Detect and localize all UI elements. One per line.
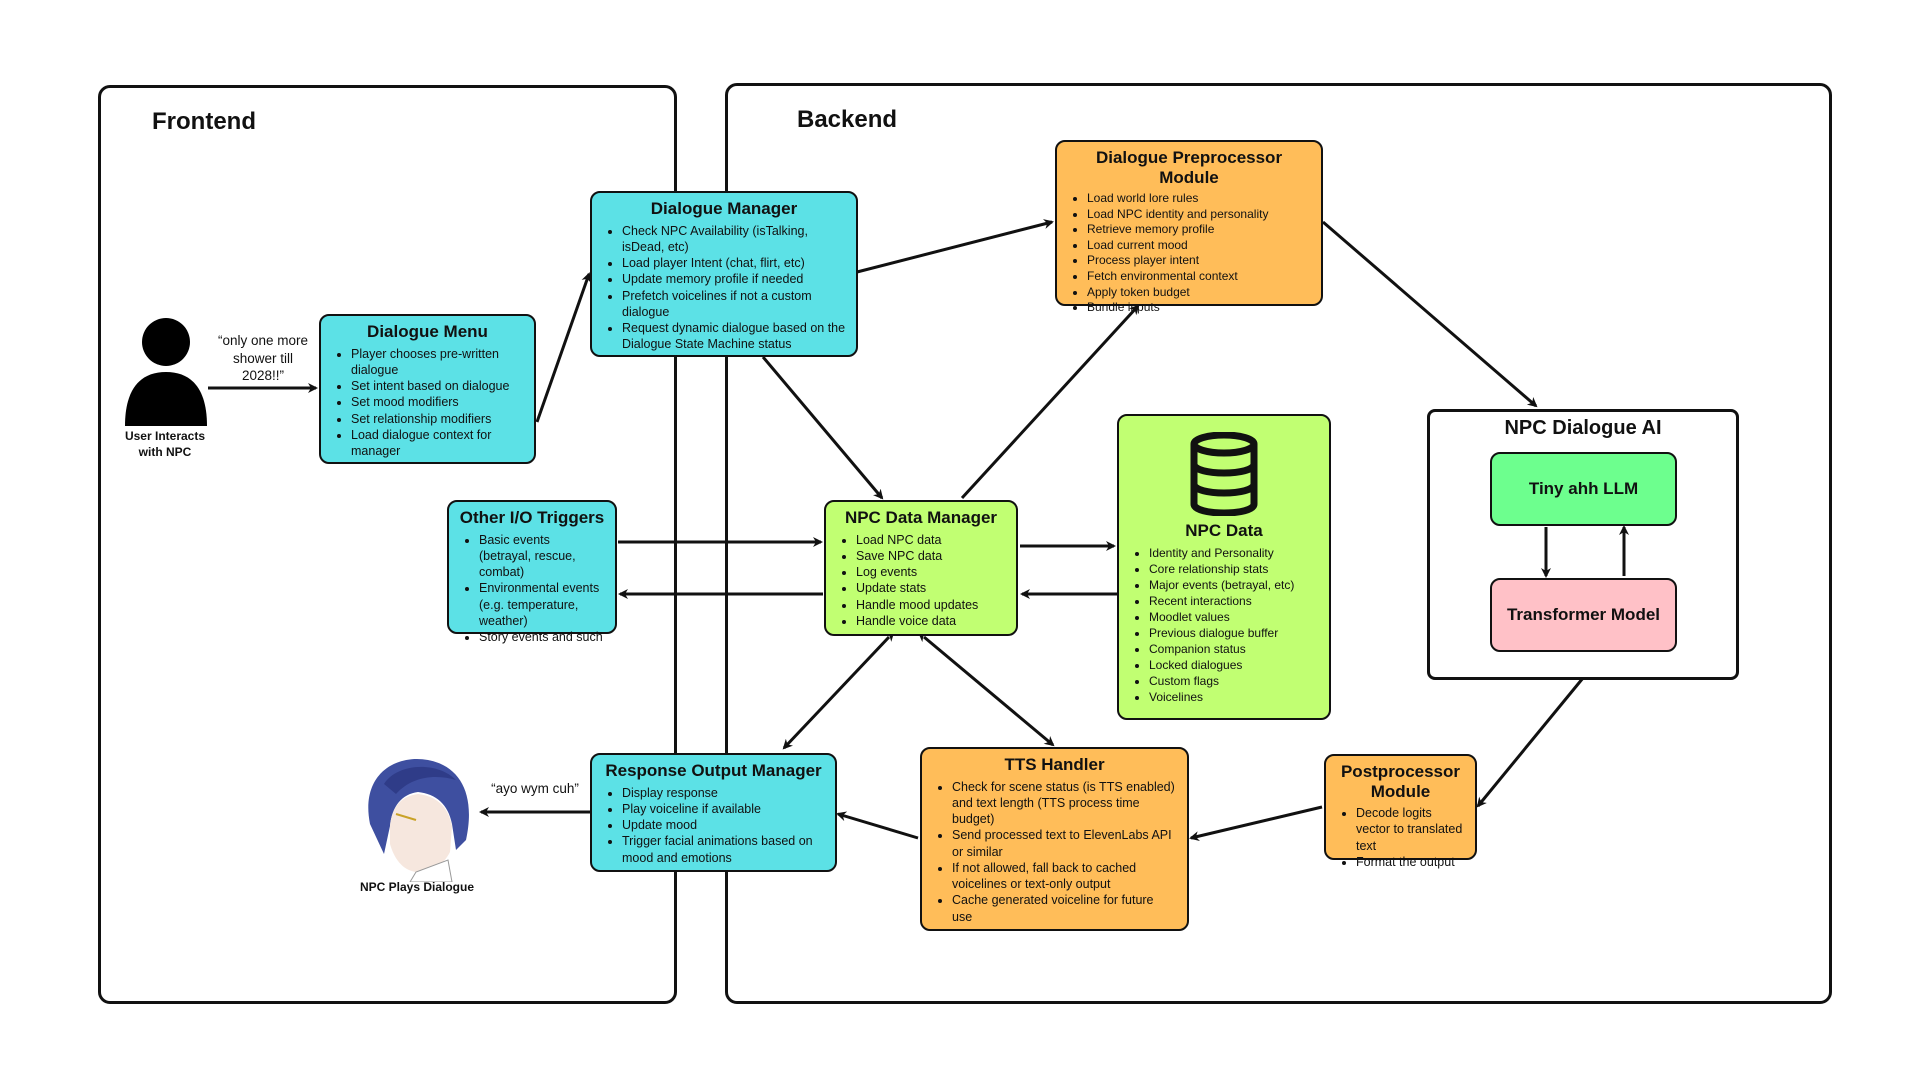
list-item: Load world lore rules [1087, 191, 1311, 207]
backend-title: Backend [797, 106, 898, 133]
npc-plays-quote: “ayo wym cuh” [491, 781, 579, 796]
list-item: Voicelines [1149, 689, 1319, 705]
dialogue-menu-box: Dialogue Menu Player chooses pre-written… [319, 314, 536, 464]
other-io-list: Basic events (betrayal, rescue, combat) … [459, 532, 605, 646]
list-item: Set mood modifiers [351, 394, 524, 410]
list-item: Identity and Personality [1149, 545, 1319, 561]
arrow-postprocessor-to-tts [1189, 805, 1323, 842]
tts-handler-title: TTS Handler [1004, 755, 1105, 774]
frontend-title: Frontend [152, 108, 256, 135]
list-item: Custom flags [1149, 673, 1319, 689]
user-caption: User Interacts with NPC [124, 429, 206, 459]
dialogue-manager-list: Check NPC Availability (isTalking, isDea… [602, 223, 846, 353]
list-item: Update memory profile if needed [622, 271, 846, 287]
list-item: Check for scene status (is TTS enabled) … [952, 779, 1177, 828]
list-item: Retrieve memory profile [1087, 222, 1311, 238]
list-item: Prefetch voicelines if not a custom dial… [622, 288, 846, 321]
npc-data-manager-title: NPC Data Manager [844, 508, 998, 527]
tiny-llm-box: Tiny ahh LLM [1490, 452, 1677, 526]
npc-data-box: NPC Data Identity and Personality Core r… [1117, 414, 1331, 720]
tts-handler-list: Check for scene status (is TTS enabled) … [932, 779, 1177, 925]
list-item: Format the output [1356, 854, 1465, 870]
arrow-datamanager-to-preprocessor [960, 304, 1140, 500]
database-icon [1129, 431, 1319, 521]
response-output-box: Response Output Manager Display response… [590, 753, 837, 872]
list-item: Core relationship stats [1149, 561, 1319, 577]
npc-data-manager-list: Load NPC data Save NPC data Log events U… [836, 532, 1006, 630]
arrow-ai-to-postprocessor [1476, 677, 1585, 808]
arrow-manager-to-preprocessor [856, 219, 1054, 274]
list-item: Update stats [856, 580, 1006, 596]
list-item: Log events [856, 564, 1006, 580]
list-item: Handle mood updates [856, 597, 1006, 613]
dialogue-menu-title: Dialogue Menu [367, 322, 488, 341]
list-item: Process player intent [1087, 253, 1311, 269]
list-item: Set intent based on dialogue [351, 378, 524, 394]
list-item: Update mood [622, 817, 825, 833]
list-item: Load NPC identity and personality [1087, 207, 1311, 223]
npc-character-icon [356, 754, 480, 883]
list-item: Play voiceline if available [622, 801, 825, 817]
list-item: Save NPC data [856, 548, 1006, 564]
response-output-list: Display response Play voiceline if avail… [602, 785, 825, 866]
list-item: Story events and such [479, 629, 605, 645]
list-item: Major events (betrayal, etc) [1149, 577, 1319, 593]
list-item: Load player Intent (chat, flirt, etc) [622, 255, 846, 271]
npc-data-manager-box: NPC Data Manager Load NPC data Save NPC … [824, 500, 1018, 636]
list-item: Load current mood [1087, 238, 1311, 254]
list-item: Previous dialogue buffer [1149, 625, 1319, 641]
dialogue-manager-box: Dialogue Manager Check NPC Availability … [590, 191, 858, 357]
list-item: Check NPC Availability (isTalking, isDea… [622, 223, 846, 256]
list-item: Player chooses pre-written dialogue [351, 346, 524, 379]
arrow-menu-to-manager [535, 272, 592, 423]
arrow-manager-to-datamanager [761, 356, 884, 500]
list-item: Display response [622, 785, 825, 801]
list-item: Moodlet values [1149, 609, 1319, 625]
list-item: Basic events (betrayal, rescue, combat) [479, 532, 605, 581]
list-item: Handle voice data [856, 613, 1006, 629]
arrow-datamanager-tts [917, 631, 1055, 747]
other-io-box: Other I/O Triggers Basic events (betraya… [447, 500, 617, 644]
list-item: Locked dialogues [1149, 657, 1319, 673]
postprocessor-box: Postprocessor Module Decode logits vecto… [1324, 754, 1477, 869]
preprocessor-list: Load world lore rules Load NPC identity … [1067, 191, 1311, 316]
user-icon [123, 318, 209, 426]
other-io-title: Other I/O Triggers [459, 508, 605, 527]
list-item: Apply token budget [1087, 285, 1311, 301]
list-item: Recent interactions [1149, 593, 1319, 609]
tts-handler-box: TTS Handler Check for scene status (is T… [920, 747, 1189, 931]
preprocessor-title: Dialogue Preprocessor Module [1095, 148, 1283, 187]
response-output-title: Response Output Manager [605, 761, 822, 780]
postprocessor-list: Decode logits vector to translated text … [1336, 805, 1465, 870]
list-item: Bundle inputs [1087, 300, 1311, 316]
arrow-preprocessor-to-ai [1322, 220, 1538, 408]
preprocessor-box: Dialogue Preprocessor Module Load world … [1055, 140, 1323, 314]
npc-dialogue-ai-title: NPC Dialogue AI [1504, 417, 1662, 439]
transformer-box: Transformer Model [1490, 578, 1677, 652]
dialogue-menu-list: Player chooses pre-written dialogue Set … [331, 346, 524, 460]
arrow-datamanager-response [782, 631, 895, 750]
list-item: Cache generated voiceline for future use [952, 892, 1177, 925]
postprocessor-title: Postprocessor Module [1340, 762, 1461, 801]
list-item: If not allowed, fall back to cached voic… [952, 860, 1177, 893]
npc-data-list: Identity and Personality Core relationsh… [1129, 545, 1319, 706]
list-item: Decode logits vector to translated text [1356, 805, 1465, 854]
list-item: Load dialogue context for manager [351, 427, 524, 460]
npc-plays-caption: NPC Plays Dialogue [359, 880, 475, 894]
arrow-tts-to-response [836, 811, 919, 840]
dialogue-manager-title: Dialogue Manager [650, 199, 798, 218]
list-item: Companion status [1149, 641, 1319, 657]
list-item: Request dynamic dialogue based on the Di… [622, 320, 846, 353]
user-quote: “only one more shower till 2028!!” [217, 333, 309, 384]
list-item: Fetch environmental context [1087, 269, 1311, 285]
list-item: Load NPC data [856, 532, 1006, 548]
npc-data-title: NPC Data [1185, 521, 1263, 540]
list-item: Trigger facial animations based on mood … [622, 833, 825, 866]
list-item: Environmental events (e.g. temperature, … [479, 580, 605, 629]
list-item: Send processed text to ElevenLabs API or… [952, 827, 1177, 860]
list-item: Set relationship modifiers [351, 411, 524, 427]
